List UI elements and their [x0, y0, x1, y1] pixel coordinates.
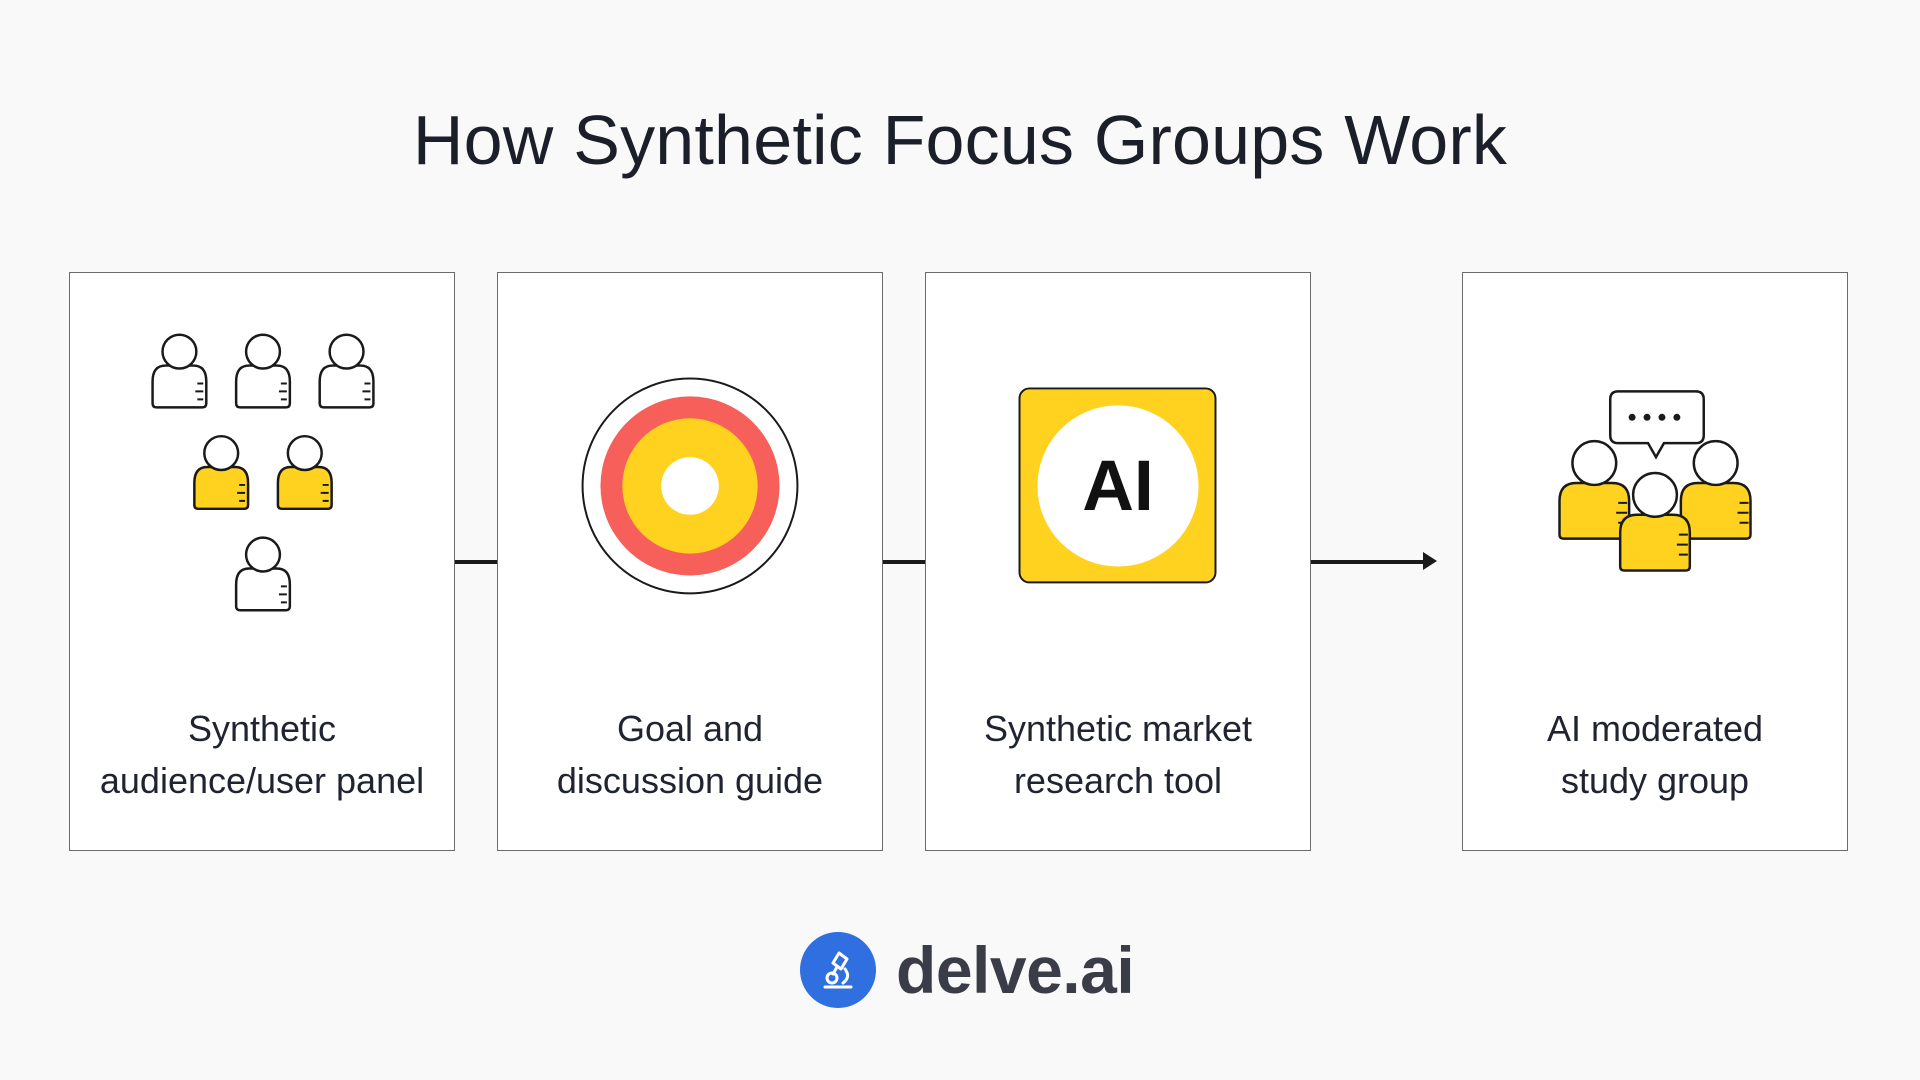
brand-logo: delve.ai	[800, 930, 1135, 1010]
step-label: Synthetic audience/user panel	[99, 708, 425, 801]
connector-arrow-line	[1311, 560, 1423, 564]
brand-name: delve.ai	[896, 933, 1135, 1007]
step-card-tool: AI Synthetic market research tool	[925, 272, 1311, 851]
target-icon	[581, 377, 799, 595]
step-label: AI moderated study group	[1546, 708, 1764, 801]
connector-line	[455, 560, 497, 564]
step-card-study-group: AI moderated study group	[1462, 272, 1848, 851]
people-group-icon	[151, 333, 375, 612]
arrow-head-icon	[1423, 552, 1437, 570]
step-card-goal: Goal and discussion guide	[497, 272, 883, 851]
ai-icon-text: AI	[1082, 446, 1154, 526]
ai-icon: AI	[1018, 387, 1217, 584]
discussion-group-icon	[1558, 390, 1752, 572]
step-label: Synthetic market research tool	[983, 708, 1253, 801]
step-label: Goal and discussion guide	[556, 708, 824, 801]
microscope-icon	[800, 932, 876, 1008]
page-title: How Synthetic Focus Groups Work	[412, 101, 1508, 179]
step-card-audience: Synthetic audience/user panel	[69, 272, 455, 851]
connector-line	[883, 560, 925, 564]
